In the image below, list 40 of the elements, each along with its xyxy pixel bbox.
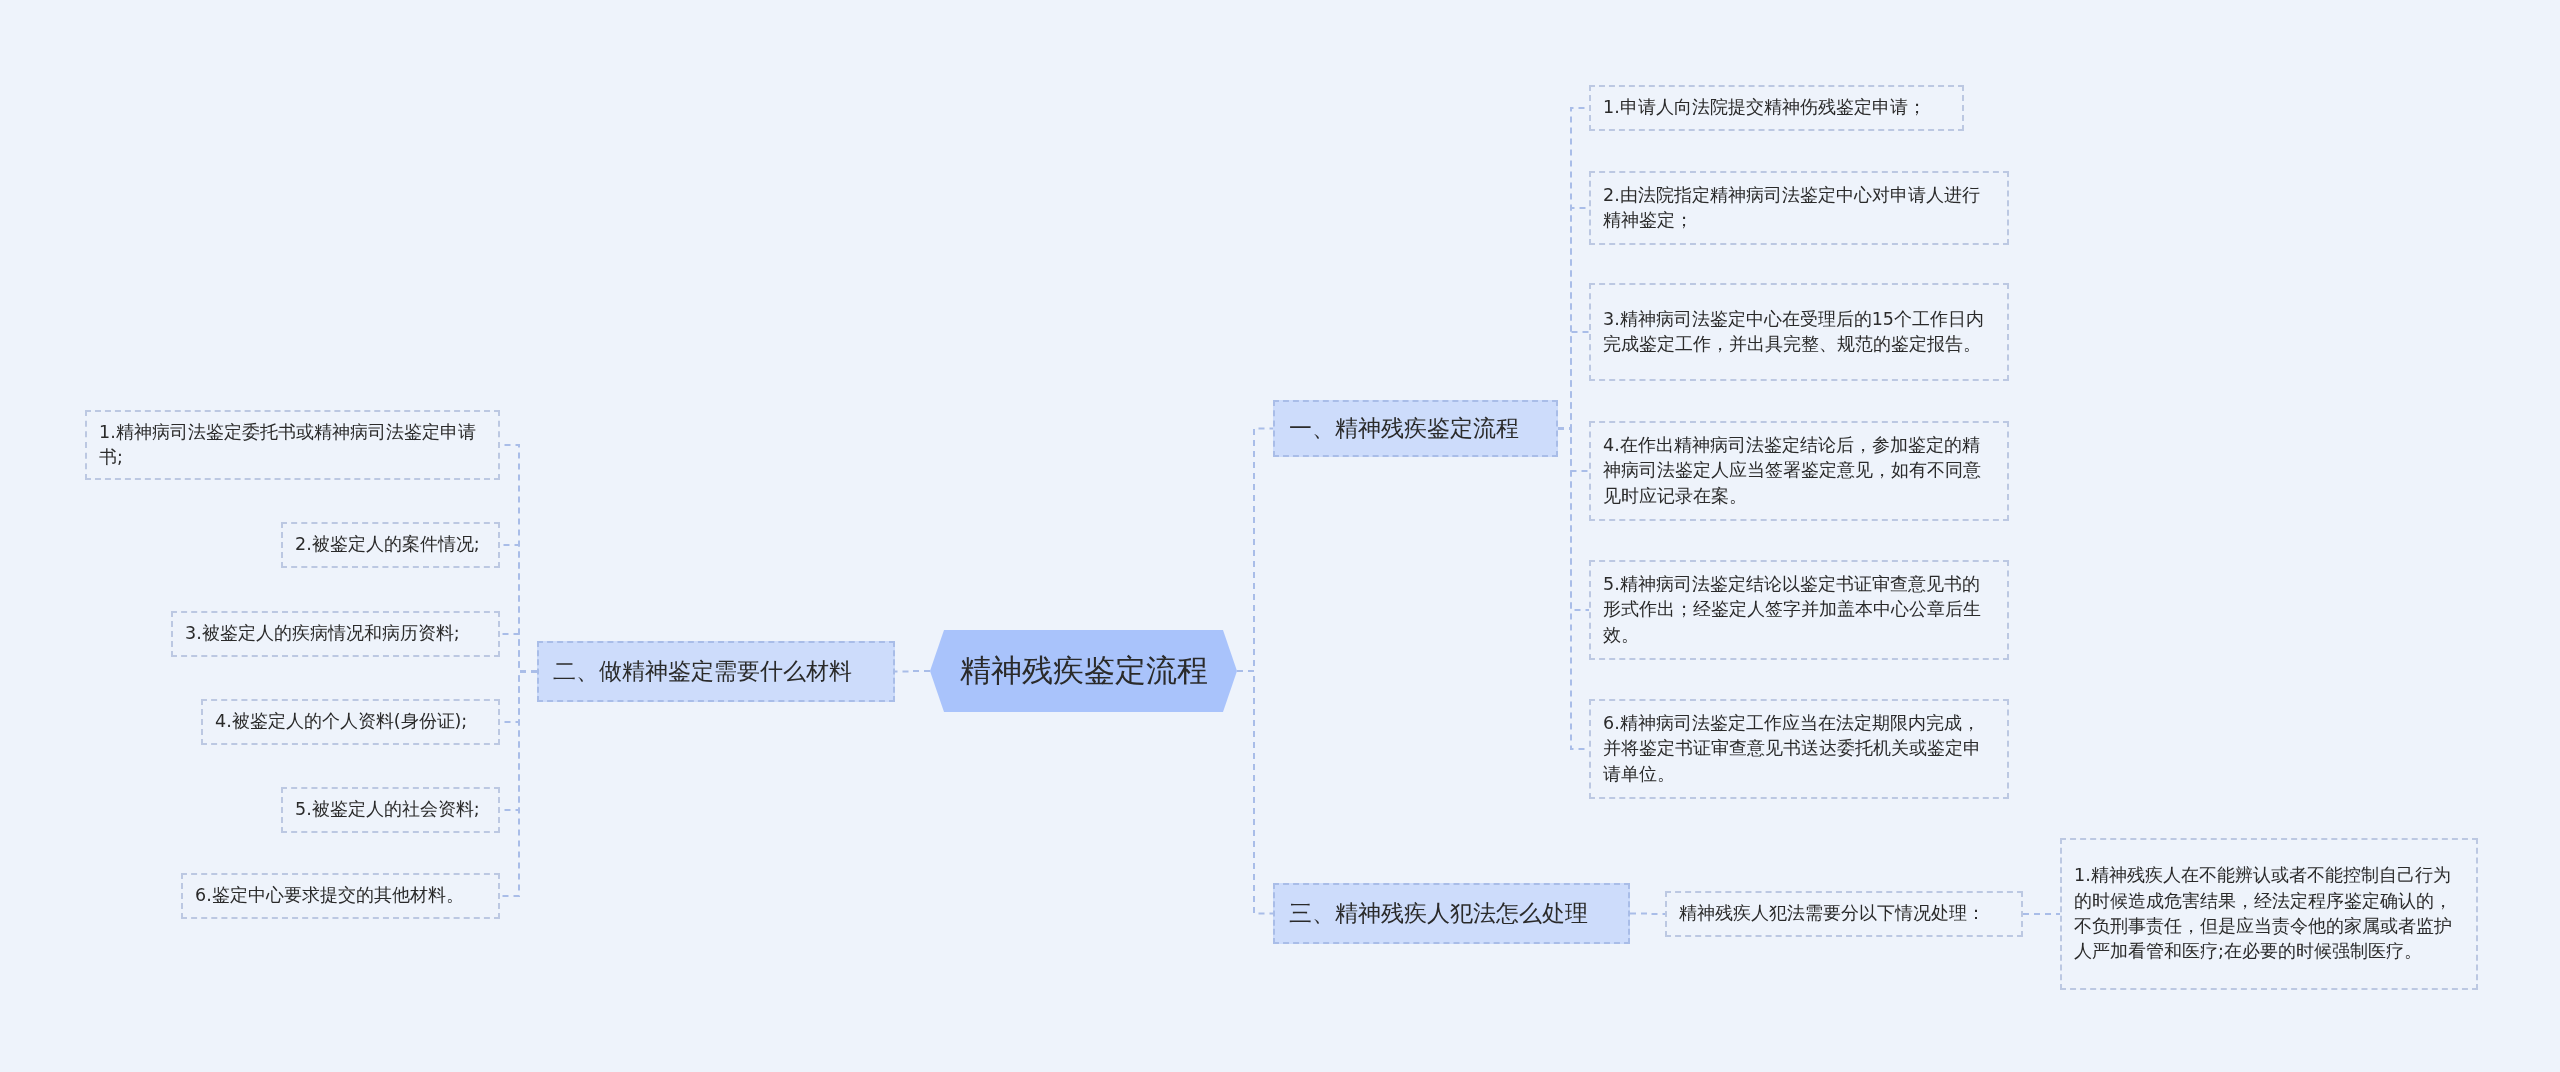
connector-line [2022, 913, 2061, 915]
leaf-topic [1589, 560, 2009, 660]
topic-text: 4.被鉴定人的个人资料(身份证); [215, 710, 468, 734]
topic-text: 三、精神残疾人犯法怎么处理 [1289, 899, 1588, 928]
topic-text: 1.精神病司法鉴定委托书或精神病司法鉴定申请书; [99, 420, 477, 469]
leaf-topic [1589, 283, 2009, 381]
connector-line [1629, 912, 1666, 915]
leaf-topic [201, 699, 500, 745]
leaf-topic [281, 522, 500, 568]
branch-topic [1273, 883, 1630, 944]
topic-text: 1.精神残疾人在不能辨认或者不能控制自己行为的时候造成危害结果，经法定程序鉴定确认的，不负刑事责任，但是应当责令他的家属或者监护人严加看管和医疗;在必要的时候强制医疗。 [2074, 864, 2453, 964]
leaf-topic [1589, 85, 1964, 131]
topic-text: 2.被鉴定人的案件情况; [295, 533, 480, 557]
topic-text: 5.精神病司法鉴定结论以鉴定书证审查意见书的形式作出；经鉴定人签字并加盖本中心公章后生效。 [1603, 572, 1982, 647]
leaf-topic [281, 787, 500, 833]
leaf-topic [1589, 421, 2009, 521]
branch-topic [537, 641, 895, 702]
topic-text: 二、做精神鉴定需要什么材料 [553, 657, 852, 686]
leaf-topic [171, 611, 500, 657]
topic-text: 一、精神残疾鉴定流程 [1289, 414, 1519, 443]
topic-text: 3.被鉴定人的疾病情况和病历资料; [185, 622, 460, 646]
topic-text: 6.鉴定中心要求提交的其他材料。 [195, 884, 464, 908]
topic-text: 6.精神病司法鉴定工作应当在法定期限内完成，并将鉴定书证审查意见书送达委托机关或鉴定申请单位。 [1603, 711, 1982, 786]
topic-text: 1.申请人向法院提交精神伤残鉴定申请； [1603, 96, 1926, 120]
leaf-topic [85, 410, 500, 480]
leaf-topic [181, 873, 500, 919]
topic-text: 4.在作出精神病司法鉴定结论后，参加鉴定的精神病司法鉴定人应当签署鉴定意见，如有不同意见时应记录在案。 [1603, 433, 1982, 508]
topic-text: 2.由法院指定精神病司法鉴定中心对申请人进行精神鉴定； [1603, 183, 1981, 232]
branch-topic [1273, 400, 1558, 457]
leaf-topic [2060, 838, 2478, 990]
leaf-topic [1589, 699, 2009, 799]
connector-line [1236, 670, 1274, 915]
connector-line [894, 670, 931, 673]
topic-text: 3.精神病司法鉴定中心在受理后的15个工作日内完成鉴定工作，并出具完整、规范的鉴定报告。 [1603, 307, 1985, 356]
topic-text: 精神残疾人犯法需要分以下情况处理： [1679, 902, 1985, 926]
topic-text: 精神残疾鉴定流程 [959, 651, 1208, 690]
leaf-topic [1665, 891, 2023, 937]
topic-text: 5.被鉴定人的社会资料; [295, 798, 480, 822]
central-topic [930, 630, 1237, 712]
leaf-topic [1589, 171, 2009, 245]
